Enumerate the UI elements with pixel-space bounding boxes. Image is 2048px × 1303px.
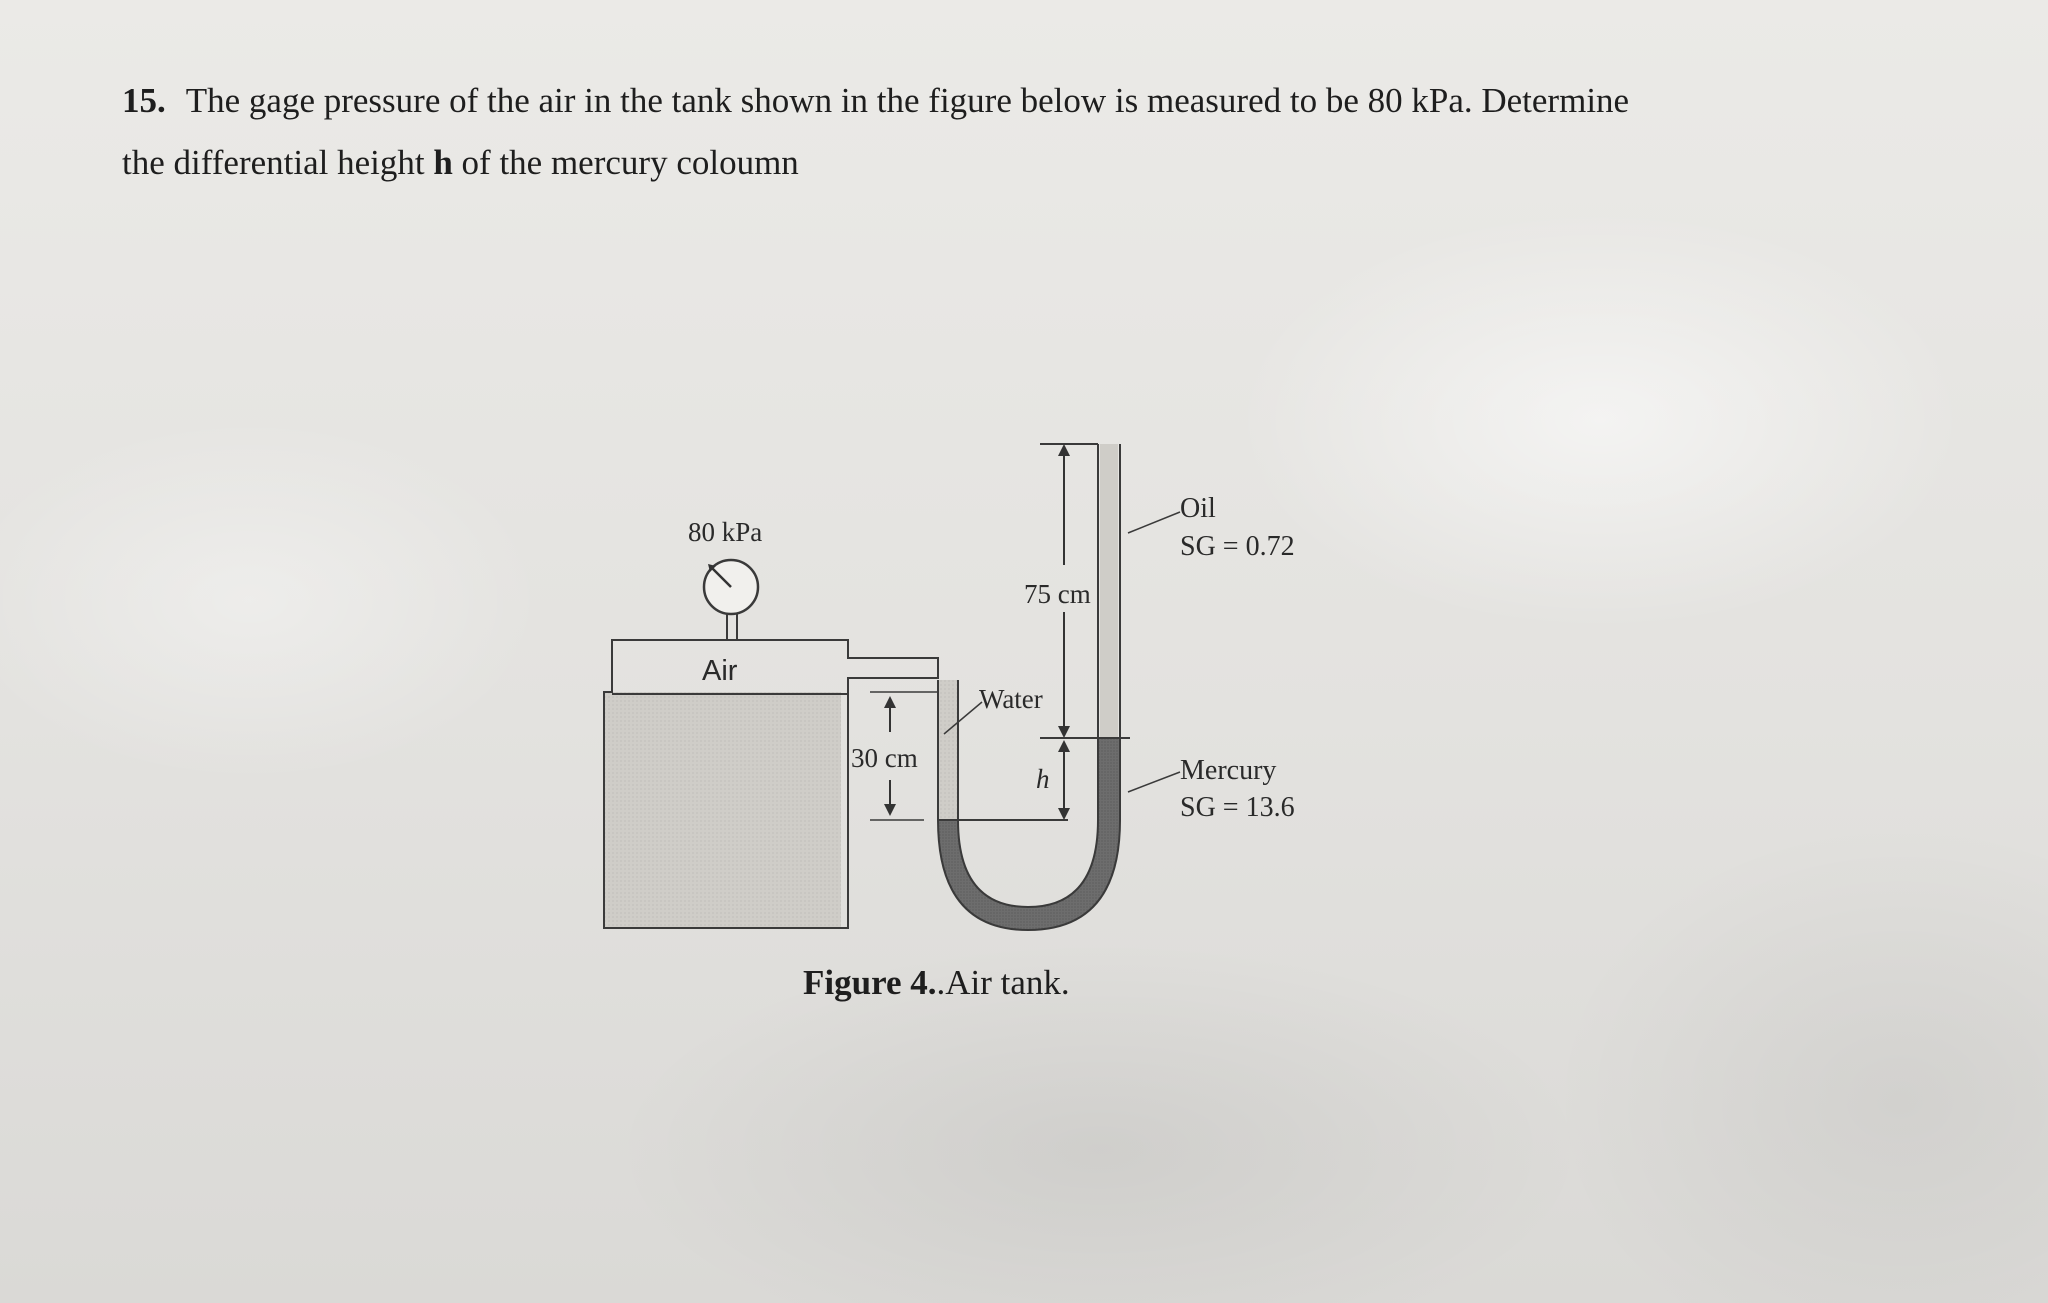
question-variable-h: h <box>433 143 453 182</box>
question-line-2: the differential height h of the mercury… <box>122 132 1822 194</box>
question-text: 15. The gage pressure of the air in the t… <box>122 70 1822 194</box>
oil-leader <box>1127 511 1181 534</box>
tank-outline <box>603 639 939 929</box>
dimension-h-label: h <box>1036 764 1050 794</box>
question-line-2-start: the differential height <box>122 143 434 182</box>
water-leader <box>943 701 983 735</box>
air-tank <box>603 639 939 929</box>
tank-water <box>605 692 841 928</box>
dimension-75cm-label: 75 cm <box>1024 579 1091 609</box>
mercury-label: Mercury <box>1180 755 1276 786</box>
oil-column <box>1100 444 1118 738</box>
figure-caption-number: Figure 4. <box>803 963 937 1002</box>
question-line-1: The gage pressure of the air in the tank… <box>185 81 1630 120</box>
u-tube-outline <box>937 444 1121 932</box>
question-number: 15. <box>122 81 166 120</box>
figure-caption: Figure 4..Air tank. <box>803 963 1070 1003</box>
mercury-sg-label: SG = 13.6 <box>1180 792 1295 823</box>
gauge-needle <box>711 567 732 588</box>
oil-label: Oil <box>1180 493 1216 524</box>
oil-sg-label: SG = 0.72 <box>1180 531 1295 562</box>
mercury-leader <box>1127 771 1181 793</box>
pressure-gauge <box>702 558 760 640</box>
figure-caption-title: .Air tank. <box>936 963 1070 1002</box>
gauge-label: 80 kPa <box>688 517 762 547</box>
dimension-30cm <box>870 691 938 821</box>
air-label: Air <box>702 655 738 687</box>
mercury-column <box>938 738 1120 930</box>
question-line-2-end: of the mercury coloumn <box>452 143 799 182</box>
dimension-30cm-label: 30 cm <box>851 743 918 773</box>
water-label: Water <box>979 684 1043 714</box>
